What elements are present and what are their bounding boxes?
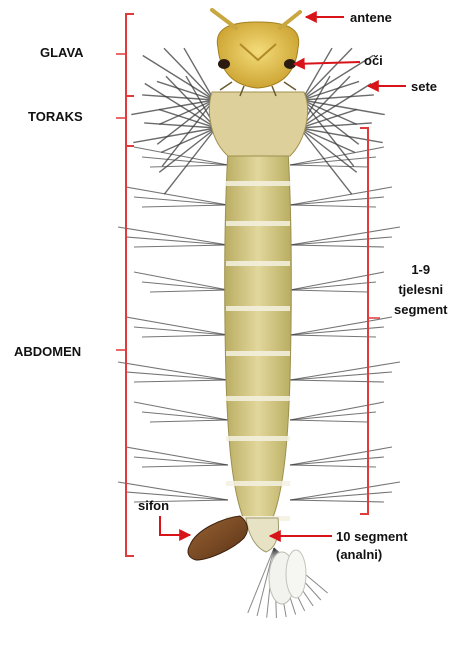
seta bbox=[290, 272, 384, 290]
seta bbox=[290, 380, 384, 382]
seta bbox=[290, 282, 376, 290]
seta bbox=[126, 187, 228, 205]
seta bbox=[290, 327, 384, 335]
seta bbox=[142, 335, 228, 337]
seta bbox=[290, 447, 392, 465]
label-abdomen: ABDOMEN bbox=[14, 344, 81, 360]
segment-band bbox=[226, 481, 290, 486]
seta bbox=[142, 412, 228, 420]
label-tenth-segment: 10 segment (analni) bbox=[336, 528, 408, 564]
seta bbox=[290, 335, 376, 337]
label-sifon: sifon bbox=[138, 498, 169, 514]
label-sete: sete bbox=[411, 79, 437, 95]
seta bbox=[290, 205, 376, 207]
oci-arrow bbox=[294, 62, 360, 64]
seta bbox=[150, 420, 228, 422]
head bbox=[217, 22, 298, 88]
seta bbox=[142, 157, 228, 165]
abdomen-body bbox=[225, 150, 292, 520]
seta bbox=[134, 272, 228, 290]
seta bbox=[290, 372, 392, 380]
seta bbox=[290, 465, 376, 467]
seta bbox=[134, 197, 228, 205]
label-segments-1-9: 1-9 tjelesni segment bbox=[394, 260, 447, 320]
seta bbox=[142, 282, 228, 290]
thorax bbox=[209, 92, 307, 156]
siphon bbox=[188, 516, 247, 560]
label-segments-line2: tjelesni bbox=[394, 280, 447, 300]
seta bbox=[142, 465, 228, 467]
label-tenth-line2: (analni) bbox=[336, 546, 408, 564]
seta bbox=[118, 362, 228, 380]
seta bbox=[126, 447, 228, 465]
seta bbox=[290, 402, 384, 420]
seta bbox=[290, 197, 384, 205]
segment-band bbox=[226, 396, 290, 401]
seta bbox=[290, 420, 368, 422]
segment-band bbox=[226, 181, 290, 186]
label-tenth-line1: 10 segment bbox=[336, 528, 408, 546]
seta bbox=[290, 492, 392, 500]
seta bbox=[134, 147, 228, 165]
label-antene: antene bbox=[350, 10, 392, 26]
abdomen-bracket bbox=[126, 146, 134, 556]
seta bbox=[290, 362, 400, 380]
label-glava: GLAVA bbox=[40, 45, 84, 61]
seta bbox=[290, 457, 384, 465]
segment-band bbox=[226, 221, 290, 226]
seta bbox=[126, 237, 228, 245]
seta bbox=[290, 317, 392, 335]
toraks-bracket bbox=[126, 96, 134, 146]
segment-band bbox=[226, 351, 290, 356]
seta bbox=[290, 227, 400, 245]
label-toraks: TORAKS bbox=[28, 109, 83, 125]
right-antenna bbox=[280, 12, 300, 28]
seta bbox=[290, 147, 384, 165]
seta bbox=[142, 205, 228, 207]
seta bbox=[290, 500, 384, 502]
left-eye bbox=[218, 59, 230, 69]
left-antenna bbox=[212, 10, 236, 28]
segment-band bbox=[226, 261, 290, 266]
seta bbox=[290, 157, 376, 165]
seta bbox=[290, 412, 376, 420]
seta bbox=[134, 245, 228, 247]
label-oci: oči bbox=[364, 53, 383, 69]
sifon-arrow bbox=[160, 516, 190, 535]
segment-band bbox=[226, 306, 290, 311]
seta bbox=[134, 402, 228, 420]
seta bbox=[134, 380, 228, 382]
seta bbox=[118, 482, 228, 500]
seta bbox=[290, 482, 400, 500]
seta bbox=[126, 317, 228, 335]
seta bbox=[302, 95, 374, 100]
anal-papillae bbox=[286, 550, 306, 598]
seta bbox=[134, 457, 228, 465]
seta bbox=[126, 372, 228, 380]
seta bbox=[290, 237, 392, 245]
seta bbox=[150, 165, 228, 167]
label-segments-line1: 1-9 bbox=[394, 260, 447, 280]
segment-band bbox=[226, 436, 290, 441]
seta bbox=[118, 227, 228, 245]
seta bbox=[150, 290, 228, 292]
seta bbox=[142, 95, 214, 100]
seta bbox=[290, 245, 384, 247]
glava-bracket bbox=[126, 14, 134, 96]
label-segments-line3: segment bbox=[394, 300, 447, 320]
seta bbox=[134, 327, 228, 335]
seta bbox=[290, 187, 392, 205]
seta bbox=[290, 290, 368, 292]
